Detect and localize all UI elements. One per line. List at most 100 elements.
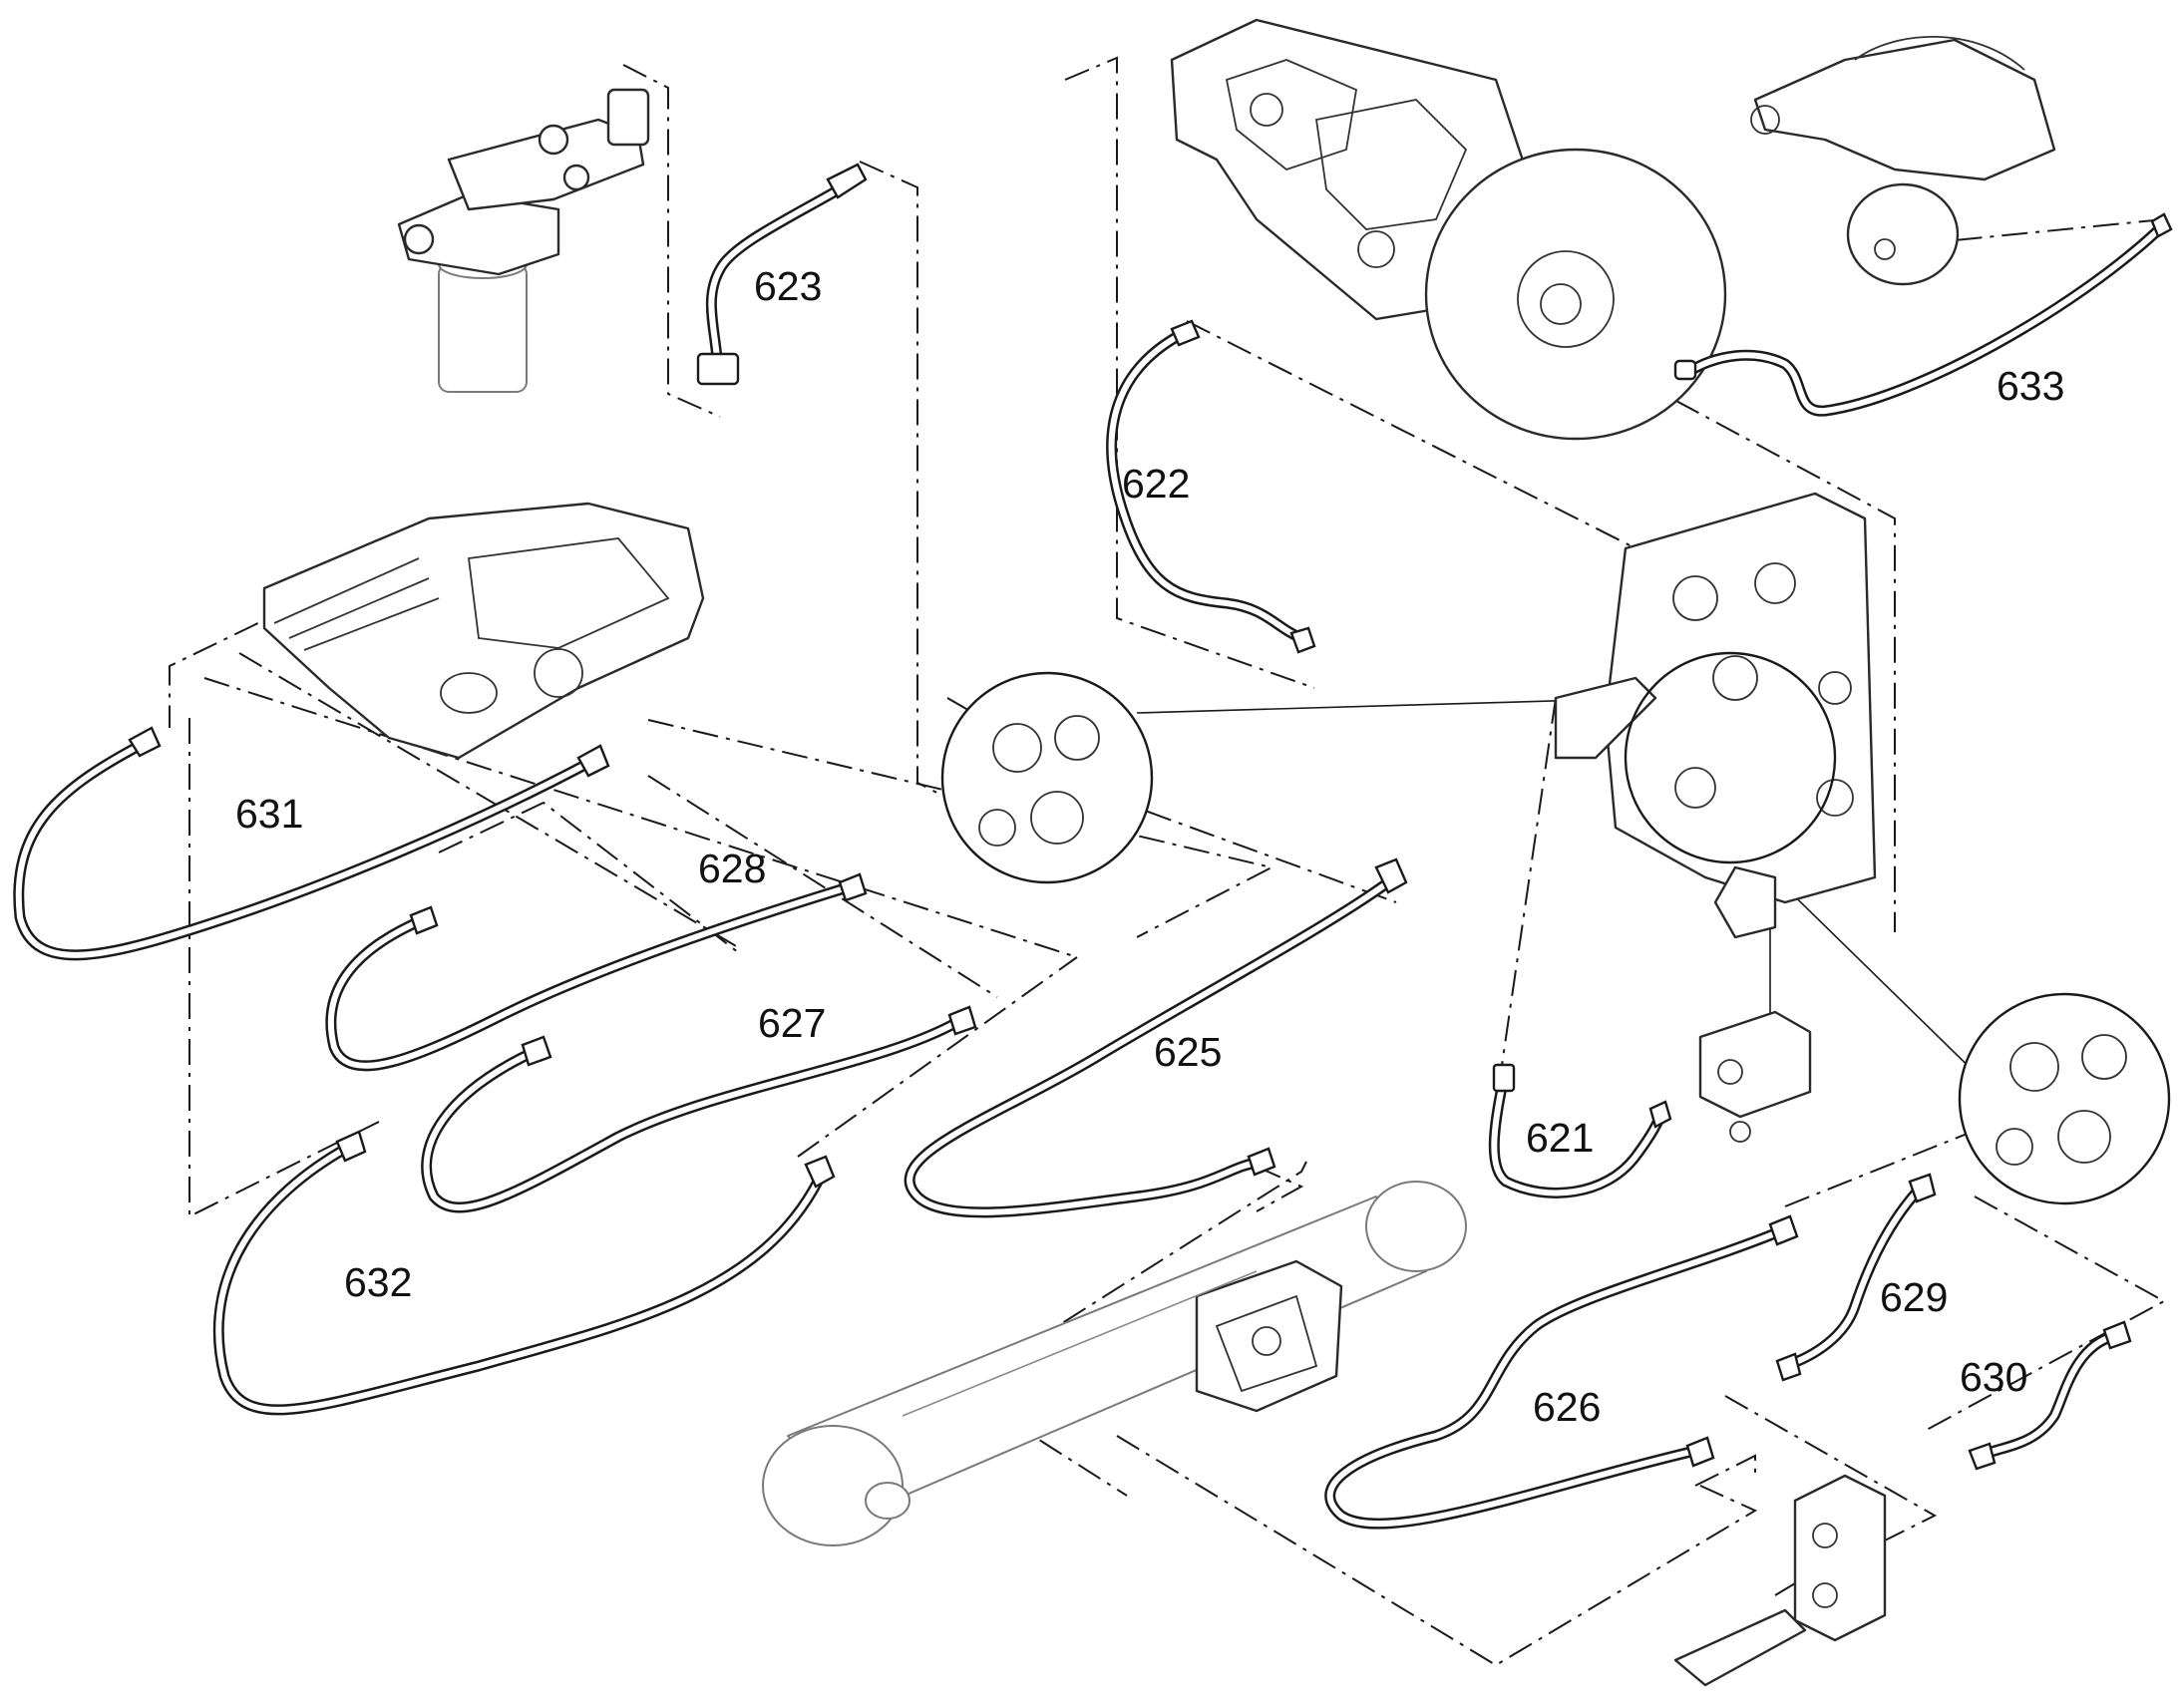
accumulator-pipe xyxy=(1854,35,2025,71)
leader-cylinder-frame xyxy=(946,1161,1307,1397)
cylinder-valve-port xyxy=(1252,1326,1281,1356)
hose-628 xyxy=(325,872,868,1072)
hose-633-fitting-b xyxy=(2150,212,2173,238)
relief-valve-port xyxy=(1717,1059,1743,1085)
leader-engine-622 xyxy=(1064,56,1315,689)
hose-628-fitting-b xyxy=(838,872,868,902)
leader-628-627 xyxy=(647,775,998,998)
leader-cylinder-625 xyxy=(1256,1166,1304,1212)
zoom-circle-left xyxy=(940,671,1154,884)
label-631: 631 xyxy=(235,791,303,837)
relief-valve-port-2 xyxy=(1729,1121,1751,1143)
cylinder-valve-detail xyxy=(1215,1294,1318,1393)
hose-629-fitting-a xyxy=(1908,1173,1937,1203)
hose-630 xyxy=(1968,1320,2132,1471)
zoom-circle-valve-outline xyxy=(1624,651,1837,864)
filter-assembly xyxy=(397,88,650,393)
filter-manifold xyxy=(447,118,645,211)
bottom-valve-bracket-plate xyxy=(1673,1608,1807,1687)
filter-fitting-3 xyxy=(403,223,435,255)
bottom-valve-bracket xyxy=(1673,1474,1887,1687)
leader-cylinder-626 xyxy=(1116,1435,1758,1667)
leader-engine-valveblock xyxy=(1635,378,1896,932)
hose-626-fitting-a xyxy=(1768,1214,1799,1246)
hose-630-fitting-a xyxy=(2102,1320,2132,1350)
hose-625-fitting-a xyxy=(1374,857,1408,894)
hose-622-fitting-a xyxy=(1170,319,1201,347)
hose-631-fitting-b xyxy=(576,744,610,778)
accumulator-sphere xyxy=(1846,182,1960,286)
leader-valve-621 xyxy=(1500,697,1557,1073)
hose-631 xyxy=(13,726,610,961)
valve-block-port-2 xyxy=(1754,562,1796,604)
hose-627-fitting-b xyxy=(947,1005,977,1036)
hose-628-fitting-a xyxy=(409,905,439,935)
leader-623-valve xyxy=(859,161,963,807)
filter-fitting-1 xyxy=(538,124,569,156)
transmission-detail-1 xyxy=(1225,59,1358,171)
hose-623-fitting-b xyxy=(826,163,868,199)
zoom-connector-bottom xyxy=(1764,866,1991,1088)
label-622: 622 xyxy=(1122,461,1190,507)
cylinder-valve-block xyxy=(1195,1259,1343,1413)
hose-622-fitting-b xyxy=(1289,626,1316,654)
bottom-valve-port-2 xyxy=(1812,1582,1838,1608)
hose-626-fitting-b xyxy=(1685,1436,1715,1468)
flywheel-center xyxy=(1540,283,1582,325)
hose-627 xyxy=(421,1005,977,1213)
hose-625-fitting-b xyxy=(1247,1147,1276,1177)
leader-frame-627 xyxy=(203,677,1078,958)
callout-labels: 623 622 633 631 628 627 625 621 632 629 … xyxy=(235,263,2064,1430)
hose-629-fitting-b xyxy=(1775,1352,1802,1382)
zoom-left-port-4 xyxy=(978,809,1016,847)
hose-627-fitting-a xyxy=(521,1035,552,1067)
leader-cylinder-bottom xyxy=(961,1390,1128,1497)
label-630: 630 xyxy=(1960,1354,2027,1400)
cylinder-rod-eye xyxy=(865,1482,910,1520)
leader-629-zoom xyxy=(1784,1126,1986,1207)
filter-fitting-2 xyxy=(562,164,590,191)
hose-633 xyxy=(1673,212,2173,417)
hose-625 xyxy=(904,857,1408,1218)
hose-632 xyxy=(212,1130,836,1416)
hose-630-fitting-b xyxy=(1968,1442,1997,1471)
hose-631-fitting-a xyxy=(128,726,162,758)
control-valve-block xyxy=(1554,492,1877,939)
cylinder-head-eye xyxy=(1365,1181,1467,1272)
hose-626 xyxy=(1324,1214,1799,1530)
label-625: 625 xyxy=(1154,1029,1222,1075)
hose-633-fitting-a xyxy=(1673,359,1697,381)
accumulator-bracket xyxy=(1753,38,2056,181)
valve-block-arm xyxy=(1554,676,1657,760)
label-632: 632 xyxy=(344,1259,412,1305)
leader-filter-623 xyxy=(622,64,721,418)
transmission-detail-2 xyxy=(1314,99,1468,230)
cylinder-tube xyxy=(902,1270,1258,1417)
zoom-circle-valve xyxy=(1624,651,1837,864)
bottom-valve-body xyxy=(1793,1474,1887,1642)
transmission-port-1 xyxy=(1250,93,1283,127)
zoom-circle-right-outline xyxy=(1958,992,2171,1205)
filter-canister xyxy=(438,263,528,393)
leader-627-625 xyxy=(647,719,1274,938)
valve-block-port-4 xyxy=(1818,671,1852,705)
zoom-left-port-1 xyxy=(992,723,1042,773)
hose-629 xyxy=(1775,1173,1937,1382)
hose-623 xyxy=(696,163,868,386)
cylinder-rod-end xyxy=(762,1425,904,1546)
zoom-right-port-4 xyxy=(1996,1128,2033,1166)
transmission-port-2 xyxy=(1357,230,1395,268)
leader-631-right xyxy=(438,801,739,953)
flywheel xyxy=(1424,148,1727,441)
boom-frame-detail xyxy=(467,537,670,649)
hose-632-fitting-a xyxy=(335,1130,367,1163)
filter-port xyxy=(606,88,650,147)
boom-frame-lines xyxy=(273,557,440,651)
zoom-circle-right xyxy=(1958,992,2171,1205)
relief-valve xyxy=(1698,1010,1812,1143)
label-628: 628 xyxy=(698,846,766,891)
boom-frame xyxy=(262,502,705,760)
leader-622-valveblock xyxy=(1186,320,1656,559)
valve-block-port-3 xyxy=(1712,655,1758,701)
